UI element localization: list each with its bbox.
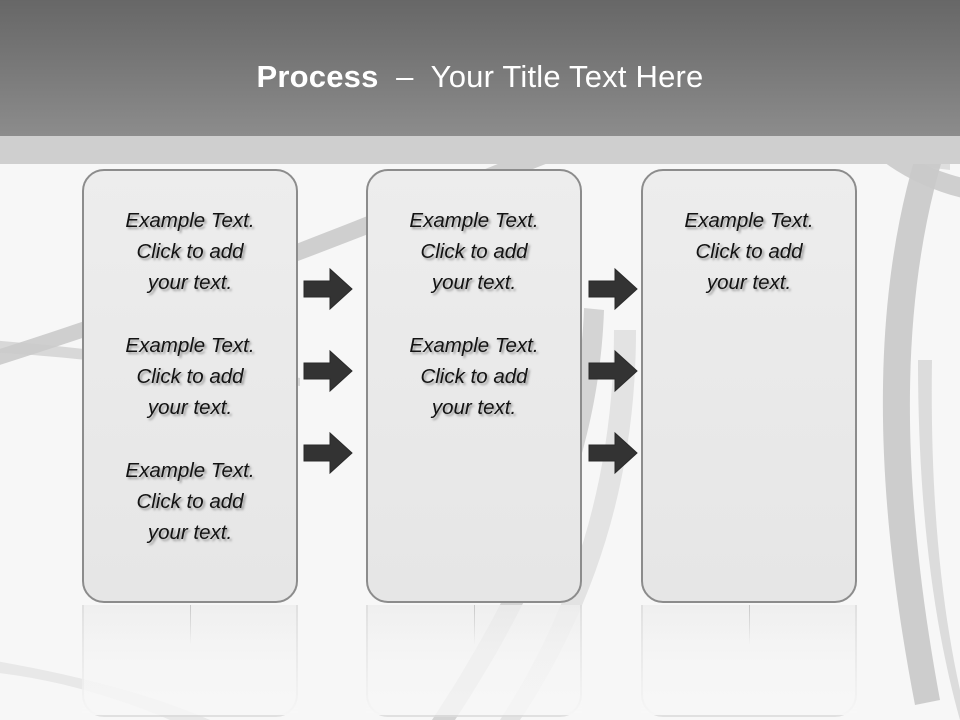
reflection-seam bbox=[474, 605, 475, 645]
box-paragraph[interactable]: Example Text. Click to add your text. bbox=[125, 459, 255, 544]
title-bar-underline-band bbox=[0, 136, 960, 164]
page-title-bold: Process bbox=[256, 59, 379, 94]
reflection-seam bbox=[749, 605, 750, 645]
arrow-right-icon[interactable] bbox=[302, 266, 354, 312]
box-reflection bbox=[366, 603, 582, 717]
box-paragraph[interactable]: Example Text. Click to add your text. bbox=[409, 209, 539, 294]
process-box-2[interactable]: Example Text. Click to add your text. Ex… bbox=[366, 169, 582, 603]
process-box-3[interactable]: Example Text. Click to add your text. bbox=[641, 169, 857, 603]
box-paragraph[interactable]: Example Text. Click to add your text. bbox=[125, 209, 255, 294]
arrow-right-icon[interactable] bbox=[587, 430, 639, 476]
arrow-right-icon[interactable] bbox=[302, 348, 354, 394]
arrow-right-icon[interactable] bbox=[587, 266, 639, 312]
process-box-1[interactable]: Example Text. Click to add your text. Ex… bbox=[82, 169, 298, 603]
page-title: Process – Your Title Text Here bbox=[0, 0, 960, 136]
box-reflection bbox=[641, 603, 857, 717]
arrow-right-icon[interactable] bbox=[587, 348, 639, 394]
box-paragraph[interactable]: Example Text. Click to add your text. bbox=[684, 209, 814, 294]
title-bar-background bbox=[0, 0, 960, 136]
reflection-seam bbox=[190, 605, 191, 645]
arrow-right-icon[interactable] bbox=[302, 430, 354, 476]
box-reflection bbox=[82, 603, 298, 717]
box-paragraph[interactable]: Example Text. Click to add your text. bbox=[125, 334, 255, 419]
box-paragraph[interactable]: Example Text. Click to add your text. bbox=[409, 334, 539, 419]
page-title-rest: – Your Title Text Here bbox=[378, 59, 704, 94]
